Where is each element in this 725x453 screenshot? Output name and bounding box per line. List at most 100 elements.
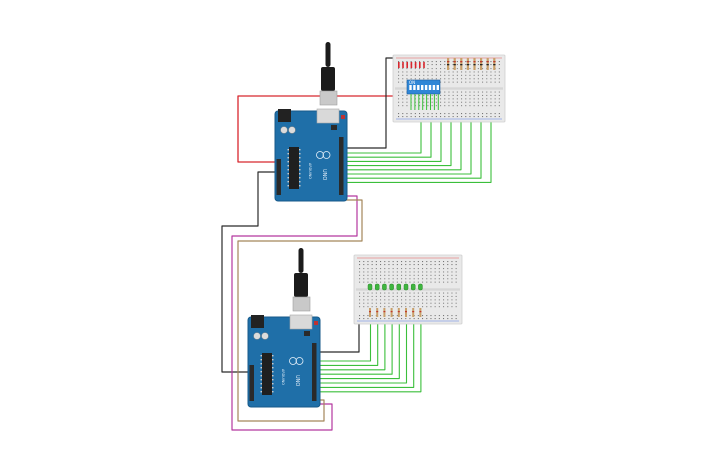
hole (455, 302, 457, 304)
rail-hole (384, 264, 386, 266)
hole (423, 94, 425, 96)
wire-green-signal-bottom (318, 318, 422, 393)
rail-hole (477, 61, 479, 63)
hole (402, 81, 404, 83)
hole (380, 302, 382, 304)
hole (426, 271, 428, 273)
hole (486, 98, 488, 100)
chip-pin (260, 371, 262, 373)
rail-hole (440, 61, 442, 63)
rail-hole (490, 64, 492, 66)
rail-hole (465, 116, 467, 118)
rail-hole (371, 315, 373, 317)
hole (490, 94, 492, 96)
hole (375, 295, 377, 297)
chip-pin (287, 169, 289, 171)
hole (392, 268, 394, 270)
hole (371, 268, 373, 270)
hole (438, 299, 440, 301)
hole (443, 268, 445, 270)
hole (380, 292, 382, 294)
hole (430, 292, 432, 294)
power-jack (278, 109, 291, 122)
hole (440, 98, 442, 100)
hole (398, 94, 400, 96)
hole (405, 299, 407, 301)
hole (380, 299, 382, 301)
center-channel (395, 87, 503, 90)
rail-hole (405, 261, 407, 263)
wire-black-gnd-top (345, 57, 396, 149)
hole (473, 74, 475, 76)
hole (388, 281, 390, 283)
hole (414, 68, 416, 70)
hole (409, 302, 411, 304)
hole (494, 94, 496, 96)
hole (473, 98, 475, 100)
hole (392, 271, 394, 273)
hole (380, 281, 382, 283)
hole (384, 292, 386, 294)
hole (494, 105, 496, 107)
rail-hole (375, 261, 377, 263)
hole (452, 101, 454, 103)
hole (469, 94, 471, 96)
hole (456, 68, 458, 70)
hole (461, 98, 463, 100)
hole (384, 299, 386, 301)
dip-switch-lever (436, 85, 439, 90)
rail-hole (413, 261, 415, 263)
rail-hole (465, 113, 467, 115)
wire-green-signal-top (345, 114, 462, 171)
hole (477, 68, 479, 70)
hole (430, 268, 432, 270)
chip-pin (299, 173, 301, 175)
hole (409, 306, 411, 308)
hole (434, 274, 436, 276)
hole (465, 78, 467, 80)
hole (413, 271, 415, 273)
rail-hole (452, 113, 454, 115)
led-green (403, 283, 409, 291)
arduino-logo-icon (295, 357, 304, 365)
resistor-band (480, 64, 483, 66)
rail-hole (398, 61, 400, 63)
resistor (405, 308, 407, 317)
breadboard-holes (359, 261, 457, 320)
hole (431, 74, 433, 76)
hole (406, 78, 408, 80)
hole (413, 278, 415, 280)
rail-hole (414, 61, 416, 63)
rail-hole (461, 113, 463, 115)
rail-hole (409, 318, 411, 320)
hole (448, 81, 450, 83)
rail-hole (498, 113, 500, 115)
led-green (410, 283, 416, 291)
hole (413, 268, 415, 270)
hole (422, 306, 424, 308)
hole (490, 71, 492, 73)
chip-pin (287, 173, 289, 175)
hole (422, 268, 424, 270)
hole (375, 299, 377, 301)
resistor (419, 308, 422, 317)
usb-port (289, 314, 313, 330)
hole (398, 101, 400, 103)
hole (409, 274, 411, 276)
hole (422, 299, 424, 301)
hole (380, 295, 382, 297)
hole (392, 281, 394, 283)
hole (392, 278, 394, 280)
rail-hole (423, 113, 425, 115)
wire-green-signal-bottom (318, 318, 408, 384)
hole (396, 302, 398, 304)
rail-hole (434, 315, 436, 317)
hole (423, 74, 425, 76)
hole (473, 94, 475, 96)
hole (440, 78, 442, 80)
hole (413, 281, 415, 283)
hole (447, 268, 449, 270)
hole (384, 278, 386, 280)
hole (359, 295, 361, 297)
hole (431, 105, 433, 107)
